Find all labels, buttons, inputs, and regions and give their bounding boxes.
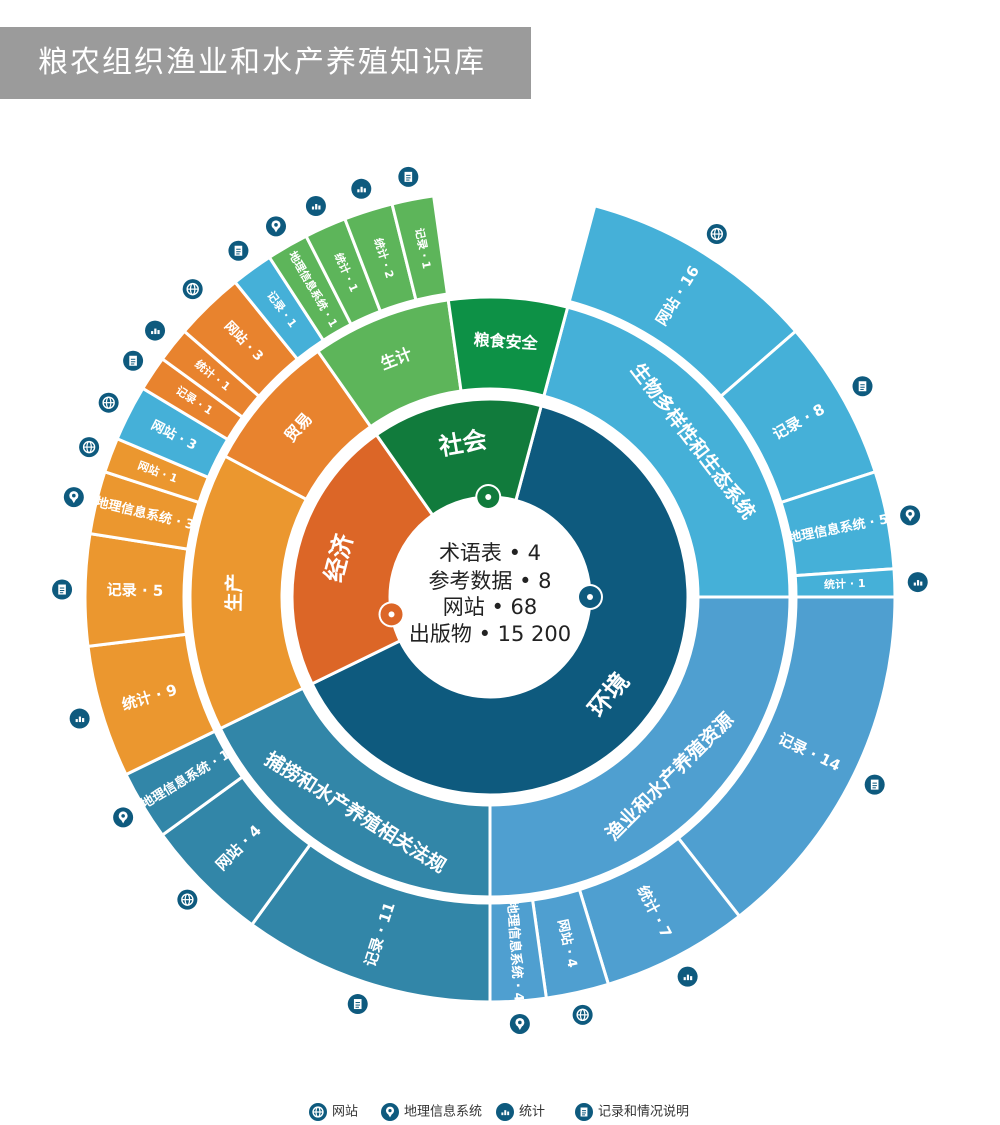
legend-bar-chart-icon: [496, 1103, 514, 1121]
legend-pin-icon: [381, 1103, 399, 1121]
ring-pin-icon: [509, 1013, 530, 1034]
middle-segment-1[interactable]: [488, 595, 792, 899]
legend-label-2: 统计: [519, 1105, 545, 1120]
legend-label-1: 地理信息系统: [404, 1104, 482, 1120]
ring-globe-icon: [79, 437, 100, 458]
ring-globe-icon: [98, 392, 119, 413]
middle-label-6: 粮食安全: [473, 330, 539, 353]
ring-globe-icon: [572, 1004, 593, 1025]
middle-label-3: 生产: [222, 573, 246, 611]
family-icon: [475, 484, 502, 511]
ring-document-icon: [852, 376, 873, 397]
ring-bar-chart-icon: [69, 708, 90, 729]
ring-pin-icon: [266, 216, 286, 237]
inner-segment-0[interactable]: [310, 403, 690, 797]
center-line-3: 出版物 • 15 200: [409, 622, 571, 646]
ring-icons: [52, 166, 928, 1034]
ring-document-icon: [123, 350, 144, 371]
ring-globe-icon: [182, 279, 203, 300]
middle-segment-0[interactable]: [541, 305, 792, 599]
center-disc: [390, 497, 590, 697]
outer-label-3: 统计 · 1: [824, 576, 866, 591]
ring-document-icon: [347, 994, 368, 1015]
outer-label-7: 地理信息系统 · 4: [504, 900, 527, 1002]
ring-document-icon: [864, 774, 885, 795]
center-line-1: 参考数据 • 8: [428, 569, 551, 593]
inner-segment-1[interactable]: [290, 432, 435, 686]
ring-pin-icon: [113, 807, 134, 828]
legend-label-0: 网站: [332, 1105, 358, 1120]
legend: 网站 地理信息系统 统计 记录和情况说明: [309, 1103, 689, 1121]
ring-globe-icon: [706, 224, 727, 245]
ring-document-icon: [228, 240, 249, 261]
outer-segment-23[interactable]: [390, 194, 450, 302]
ring-bar-chart-icon: [305, 196, 326, 217]
center-line-2: 网站 • 68: [443, 595, 537, 619]
title-banner: 粮农组织渔业和水产养殖知识库: [0, 27, 531, 99]
ring-pin-icon: [63, 487, 84, 508]
ring-bar-chart-icon: [907, 572, 928, 593]
ring-bar-chart-icon: [677, 966, 698, 987]
knowledge-base-sunburst: 术语表 • 4 参考数据 • 8网站 • 68 出版物 • 15 200 环境经济社…: [52, 166, 928, 1034]
inner-segment-2[interactable]: [374, 397, 544, 518]
ring-globe-icon: [177, 889, 198, 910]
ring-pin-icon: [900, 505, 921, 526]
page-title: 粮农组织渔业和水产养殖知识库: [38, 45, 486, 80]
ring-document-icon: [398, 166, 419, 187]
center-summary: 术语表 • 4 参考数据 • 8网站 • 68 出版物 • 15 200: [409, 541, 571, 646]
middle-segment-6[interactable]: [446, 295, 570, 398]
chart-icon: [378, 601, 405, 628]
middle-segment-3[interactable]: [188, 454, 309, 731]
fish-icon: [577, 584, 603, 610]
ring-bar-chart-icon: [351, 178, 372, 199]
legend-label-3: 记录和情况说明: [598, 1105, 689, 1120]
ring-document-icon: [52, 579, 73, 600]
center-line-0: 术语表 • 4: [439, 541, 541, 565]
ring-bar-chart-icon: [145, 320, 166, 341]
legend-document-icon: [575, 1103, 593, 1121]
outer-label-12: 记录 · 5: [107, 581, 164, 600]
legend-globe-icon: [309, 1103, 327, 1121]
